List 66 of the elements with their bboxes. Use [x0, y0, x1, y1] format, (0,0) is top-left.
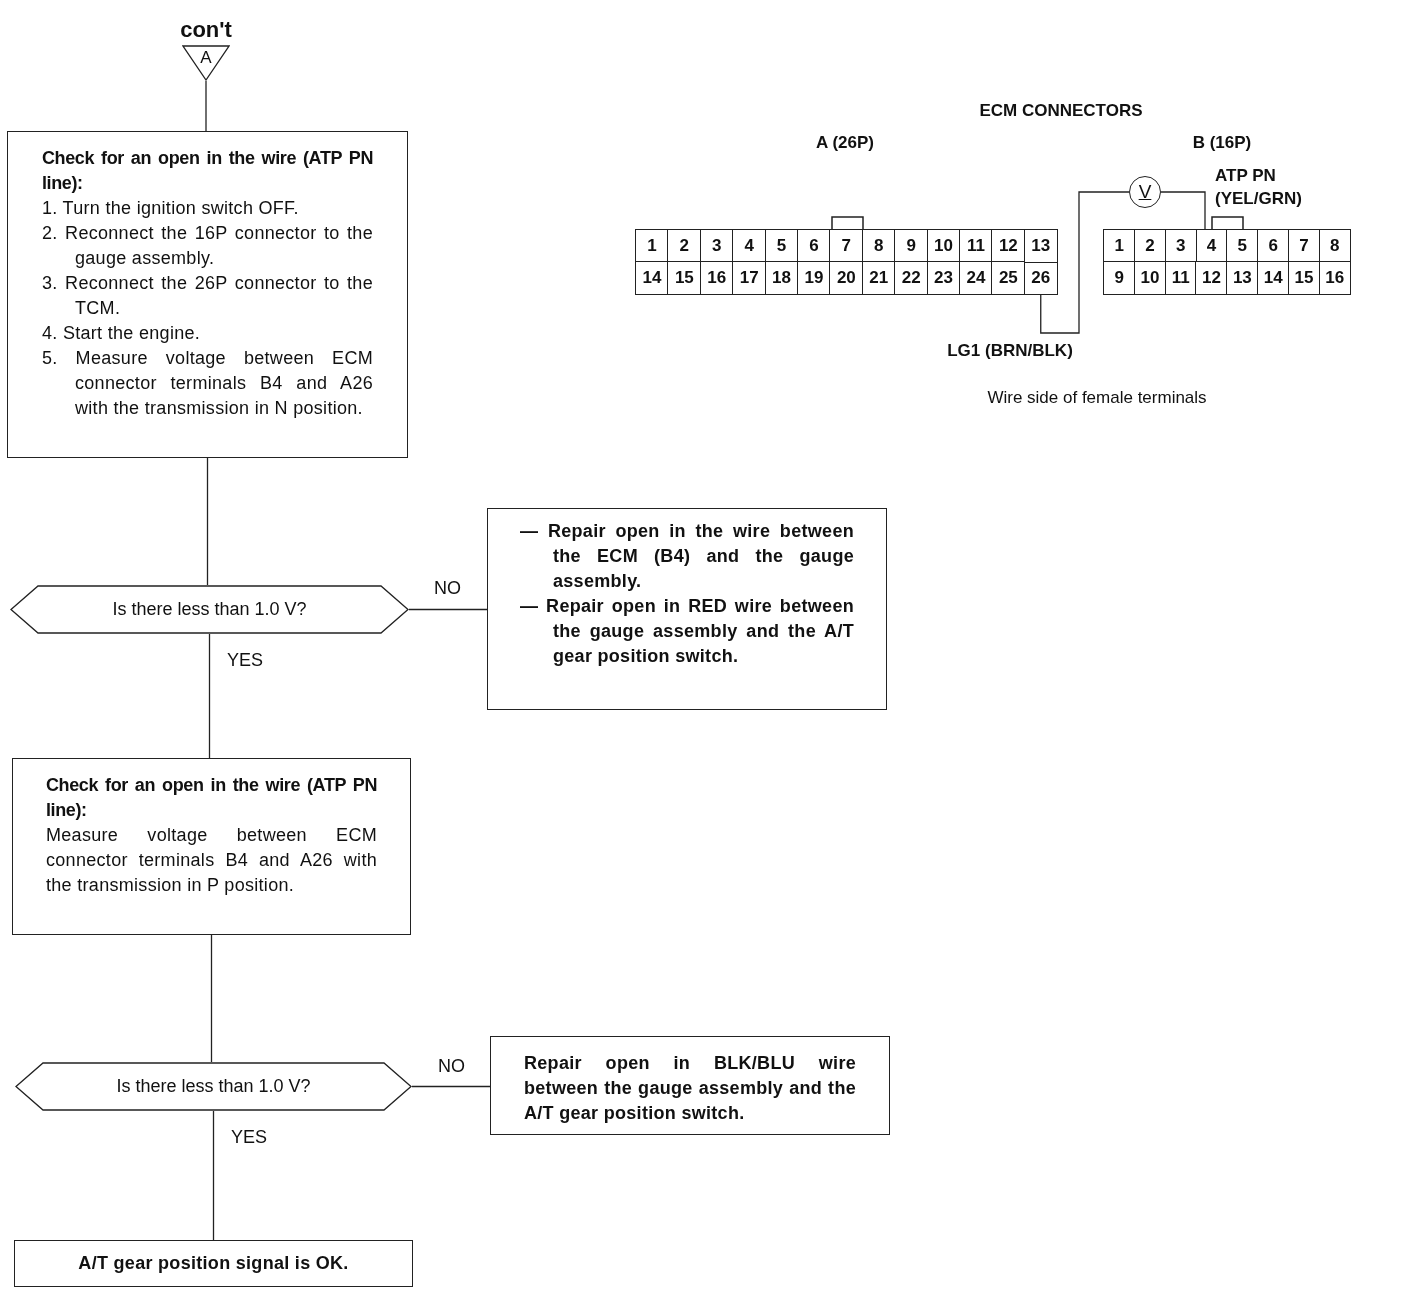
flow-line	[210, 934, 213, 1063]
instruction-text: 3. Reconnect the 26P connector to the TCM.	[42, 272, 373, 320]
question-text: Is there less than 1.0 V?	[115, 1075, 312, 1098]
process-box	[12, 758, 411, 935]
instruction-text: — Repair open in RED wire between the gauge assembly and the A/T gear position switch.	[520, 595, 854, 668]
decision-hexagon	[15, 1062, 412, 1111]
process-box	[7, 131, 408, 458]
flow-line	[208, 633, 211, 759]
terminal-cell: 13	[1023, 229, 1058, 263]
continuation-label: con't	[179, 17, 233, 43]
voltmeter-symbol: V	[1129, 176, 1161, 208]
terminal-cell: 25	[991, 261, 1026, 295]
terminal-cell: 22	[894, 261, 929, 295]
view-note: Wire side of female terminals	[986, 387, 1208, 409]
terminal-cell: 9	[1103, 261, 1136, 295]
terminal-cell: 16	[1318, 261, 1351, 295]
terminal-cell: 14	[635, 261, 669, 295]
terminal-cell: 9	[894, 229, 929, 263]
terminal-cell: 19	[797, 261, 831, 295]
process-box	[490, 1036, 890, 1135]
instruction-text: 5. Measure voltage between ECM connector terminals B4 and A26 with the transmission in N position.	[42, 347, 373, 420]
terminal-cell: 16	[699, 261, 734, 295]
terminal-cell: 2	[667, 229, 702, 263]
diagram-heading: ECM CONNECTORS	[978, 100, 1144, 122]
step-heading: Check for an open in the wire (ATP PN line):	[42, 147, 373, 195]
terminal-cell: 13	[1226, 261, 1259, 295]
terminal-cell: 14	[1257, 261, 1290, 295]
wire-label: ATP PN (YEL/GRN)	[1215, 165, 1303, 210]
wire	[1160, 191, 1206, 230]
flow-line	[206, 457, 209, 586]
terminal-cell: 1	[1103, 229, 1136, 263]
question-text: Is there less than 1.0 V?	[111, 598, 308, 621]
terminal-cell: 15	[667, 261, 702, 295]
flow-line	[411, 1085, 491, 1088]
terminal-cell: 12	[991, 229, 1026, 263]
instruction-text: Measure voltage between ECM connector terminals B4 and A26 with the transmission in P position.	[46, 824, 377, 897]
process-box	[14, 1240, 413, 1287]
process-box	[487, 508, 887, 710]
connector-triangle	[182, 45, 230, 81]
decision-hexagon	[10, 585, 409, 634]
instruction-text: 1. Turn the ignition switch OFF.	[42, 197, 300, 220]
wire	[1040, 191, 1130, 334]
flow-line	[408, 608, 488, 611]
flow-line	[212, 1110, 215, 1241]
connector-label: B (16P)	[1191, 132, 1253, 154]
terminal-cell: 7	[829, 229, 864, 263]
flow-line	[205, 80, 207, 132]
terminal-cell: 18	[764, 261, 799, 295]
terminal-cell: 20	[829, 261, 864, 295]
instruction-text: 4. Start the engine.	[42, 322, 202, 345]
connector-letter: A	[199, 47, 213, 69]
wire-label: LG1 (BRN/BLK)	[946, 340, 1074, 362]
instruction-text: A/T gear position signal is OK.	[77, 1252, 350, 1275]
terminal-cell: 23	[926, 261, 961, 295]
instruction-text: Repair open in BLK/BLU wire between the gauge assembly and the A/T gear position switch.	[524, 1052, 856, 1125]
connector-label: A (26P)	[815, 132, 875, 154]
terminal-cell: 12	[1195, 261, 1228, 295]
step-heading: Check for an open in the wire (ATP PN line):	[46, 774, 377, 822]
instruction-text: 2. Reconnect the 16P connector to the gauge assembly.	[42, 222, 373, 270]
terminal-cell: 17	[732, 261, 767, 295]
instruction-text: — Repair open in the wire between the ECM (B4) and the gauge assembly.	[520, 520, 854, 593]
terminal-cell: 4	[732, 229, 767, 263]
terminal-cell: 5	[1226, 229, 1259, 263]
terminal-cell: 21	[861, 261, 896, 295]
terminal-cell: 24	[959, 261, 993, 295]
terminal-cell: 11	[1164, 261, 1197, 295]
